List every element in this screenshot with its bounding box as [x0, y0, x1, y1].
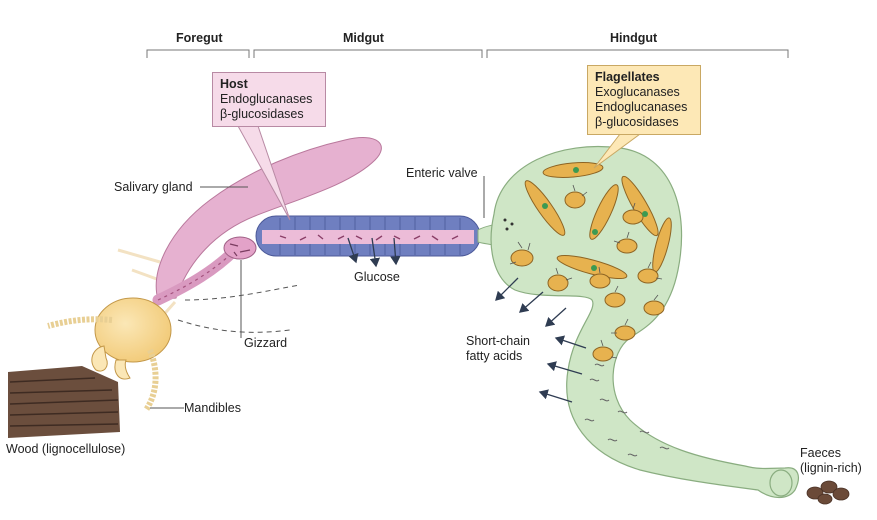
gizzard: [223, 236, 257, 260]
scfa-arrows: [495, 277, 587, 403]
host-enzyme-2: β-glucosidases: [220, 107, 304, 121]
flagellates-enzyme-3: β-glucosidases: [595, 115, 679, 129]
host-box-title: Host: [220, 77, 248, 91]
label-mandibles: Mandibles: [184, 401, 241, 415]
midgut-bracket: [253, 49, 483, 58]
hindgut: [490, 145, 799, 499]
label-faeces-1: Faeces: [800, 446, 841, 460]
wood-block: [8, 366, 120, 438]
foregut-bracket: [146, 49, 250, 58]
antenna-right: [143, 348, 159, 412]
section-foregut: Foregut: [176, 31, 223, 45]
host-enzymes-box: Host Endoglucanases β-glucosidases: [212, 72, 326, 127]
hindgut-exit: [769, 469, 793, 497]
faeces-pellets: [806, 480, 850, 505]
label-scfa-2: fatty acids: [466, 349, 523, 363]
salivary-gland: [155, 137, 382, 301]
valve-dots: [503, 218, 514, 231]
label-glucose: Glucose: [354, 270, 400, 284]
small-microbes: [584, 363, 670, 457]
label-scfa-1: Short-chain: [466, 334, 530, 348]
body-outline-lower: [177, 319, 291, 333]
body-outline-upper: [184, 284, 301, 301]
section-midgut: Midgut: [343, 31, 384, 45]
midgut: [255, 215, 481, 257]
termite-head: [91, 297, 172, 380]
host-enzyme-1: Endoglucanases: [220, 92, 313, 106]
section-hindgut: Hindgut: [610, 31, 658, 45]
label-wood: Wood (lignocellulose): [6, 442, 126, 456]
label-salivary-gland: Salivary gland: [114, 180, 193, 194]
flagellates-box-title: Flagellates: [595, 70, 660, 84]
flagellates-enzyme-1: Exoglucanases: [595, 85, 680, 99]
glucose-arrows: [347, 237, 401, 268]
flagellates-enzyme-2: Endoglucanases: [595, 100, 688, 114]
hindgut-bracket: [486, 49, 789, 58]
flagella-hairs: [509, 184, 663, 359]
flagellate-nuclei: [542, 167, 648, 271]
antenna-left: [47, 316, 113, 329]
flagellates-enzymes-box: Flagellates Exoglucanases Endoglucanases…: [587, 65, 701, 135]
label-enteric-valve: Enteric valve: [406, 166, 478, 180]
label-faeces-2: (lignin-rich): [800, 461, 862, 475]
label-gizzard: Gizzard: [244, 336, 288, 350]
